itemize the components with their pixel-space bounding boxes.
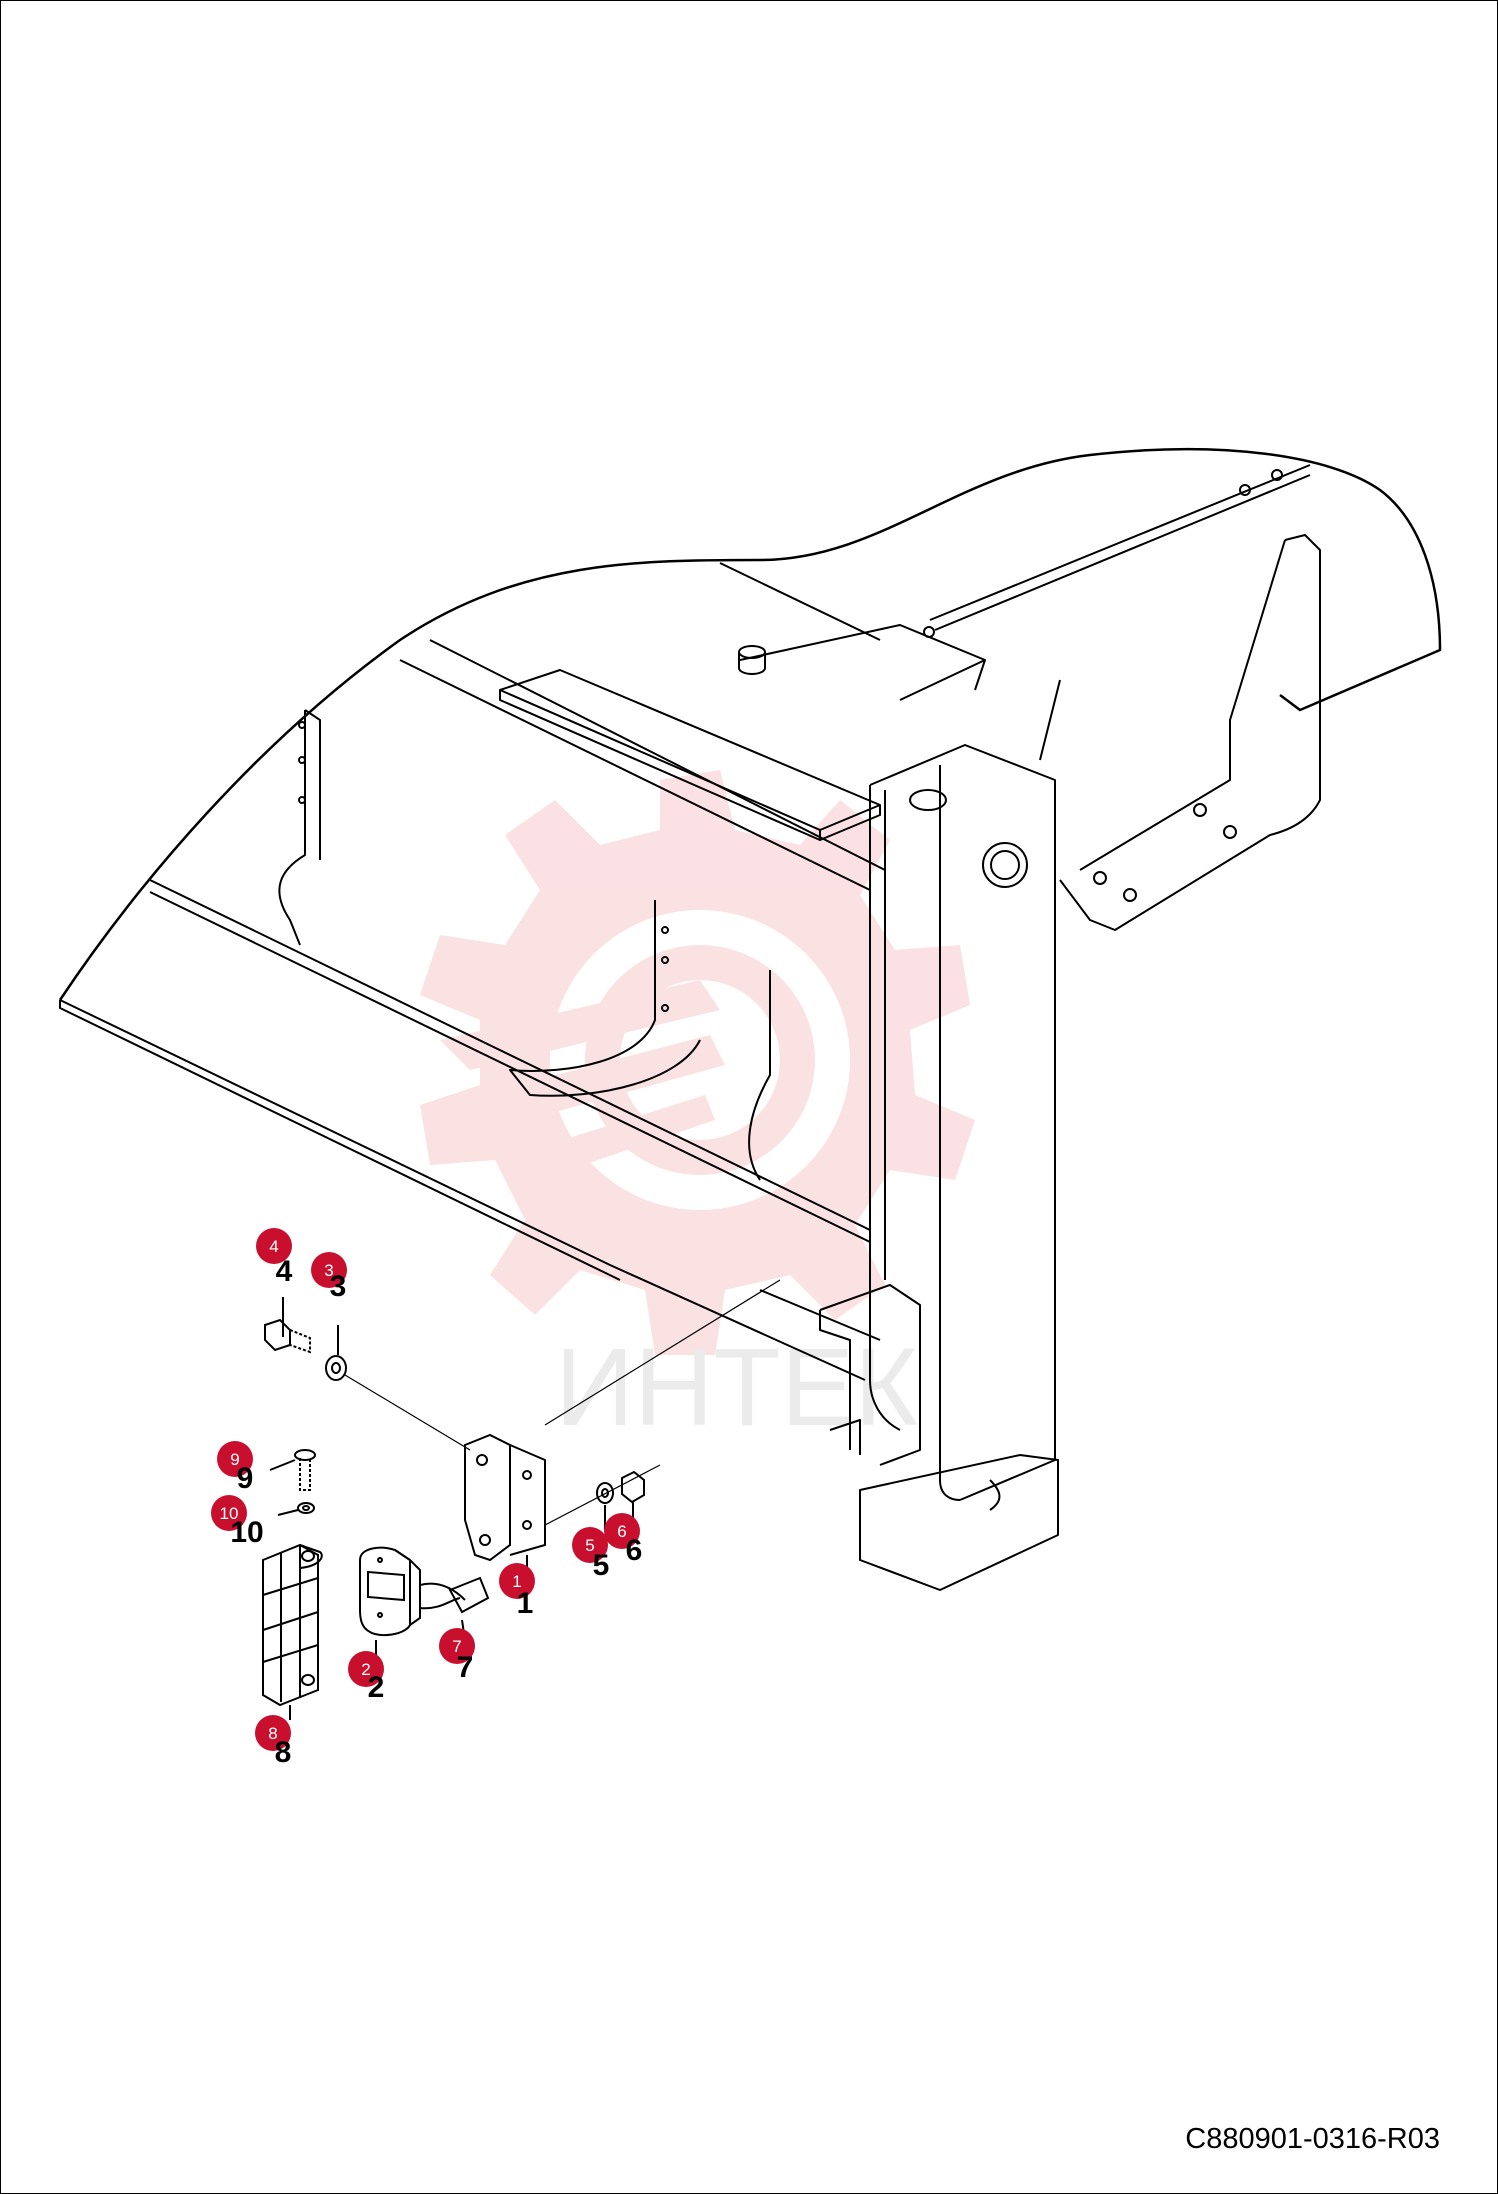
- callout-5-label: 5: [585, 1536, 594, 1555]
- callout-4[interactable]: 4 4: [256, 1228, 293, 1288]
- callout-4-label: 4: [269, 1237, 278, 1256]
- part-number-9: 9: [237, 1462, 254, 1495]
- callout-6[interactable]: 6 6: [604, 1513, 642, 1567]
- callout-9[interactable]: 9 9: [217, 1441, 253, 1495]
- part-number-4: 4: [276, 1255, 293, 1288]
- callout-10-label: 10: [220, 1504, 239, 1523]
- part-9-screw: [269, 1449, 316, 1491]
- callout-1[interactable]: 1 1: [499, 1563, 535, 1620]
- callout-8-label: 8: [268, 1724, 277, 1743]
- part-number-10: 10: [230, 1516, 263, 1549]
- watermark-text: ИНТЕК: [555, 1326, 918, 1449]
- callout-10[interactable]: 10 10: [211, 1495, 264, 1549]
- callout-1-label: 1: [512, 1572, 521, 1591]
- part-4-bolt: [264, 1297, 311, 1354]
- part-number-1: 1: [517, 1587, 534, 1620]
- callout-2[interactable]: 2 2: [348, 1651, 384, 1704]
- part-3-washer: [325, 1325, 347, 1381]
- callout-7-label: 7: [452, 1637, 461, 1656]
- part-number-8: 8: [275, 1736, 292, 1769]
- part-number-2: 2: [368, 1671, 385, 1704]
- callout-9-label: 9: [230, 1450, 239, 1469]
- callout-6-label: 6: [617, 1522, 626, 1541]
- part-number-3: 3: [330, 1270, 347, 1303]
- drawing-code: C880901-0316-R03: [1185, 2123, 1440, 2155]
- part-10-washer: [277, 1502, 315, 1516]
- watermark-logo: ИНТЕК: [420, 770, 975, 1449]
- callout-7[interactable]: 7 7: [439, 1628, 475, 1684]
- part-number-6: 6: [626, 1534, 643, 1567]
- part-7-cable: [419, 1576, 490, 1641]
- part-number-7: 7: [457, 1651, 474, 1684]
- callout-8[interactable]: 8 8: [255, 1715, 291, 1769]
- callouts: 1 1 2 2 3 3 4 4 5 5: [211, 1228, 642, 1769]
- part-2-lamp: [359, 1546, 421, 1665]
- callout-2-label: 2: [361, 1660, 370, 1679]
- fender-structure: [58, 447, 1442, 1591]
- exploded-parts: [262, 1279, 781, 1720]
- callout-3[interactable]: 3 3: [311, 1252, 347, 1303]
- callout-3-label: 3: [324, 1261, 333, 1280]
- part-8-reflector: [262, 1543, 323, 1720]
- callout-5[interactable]: 5 5: [572, 1527, 609, 1582]
- part-number-5: 5: [593, 1549, 610, 1582]
- part-1-bracket: [464, 1433, 661, 1580]
